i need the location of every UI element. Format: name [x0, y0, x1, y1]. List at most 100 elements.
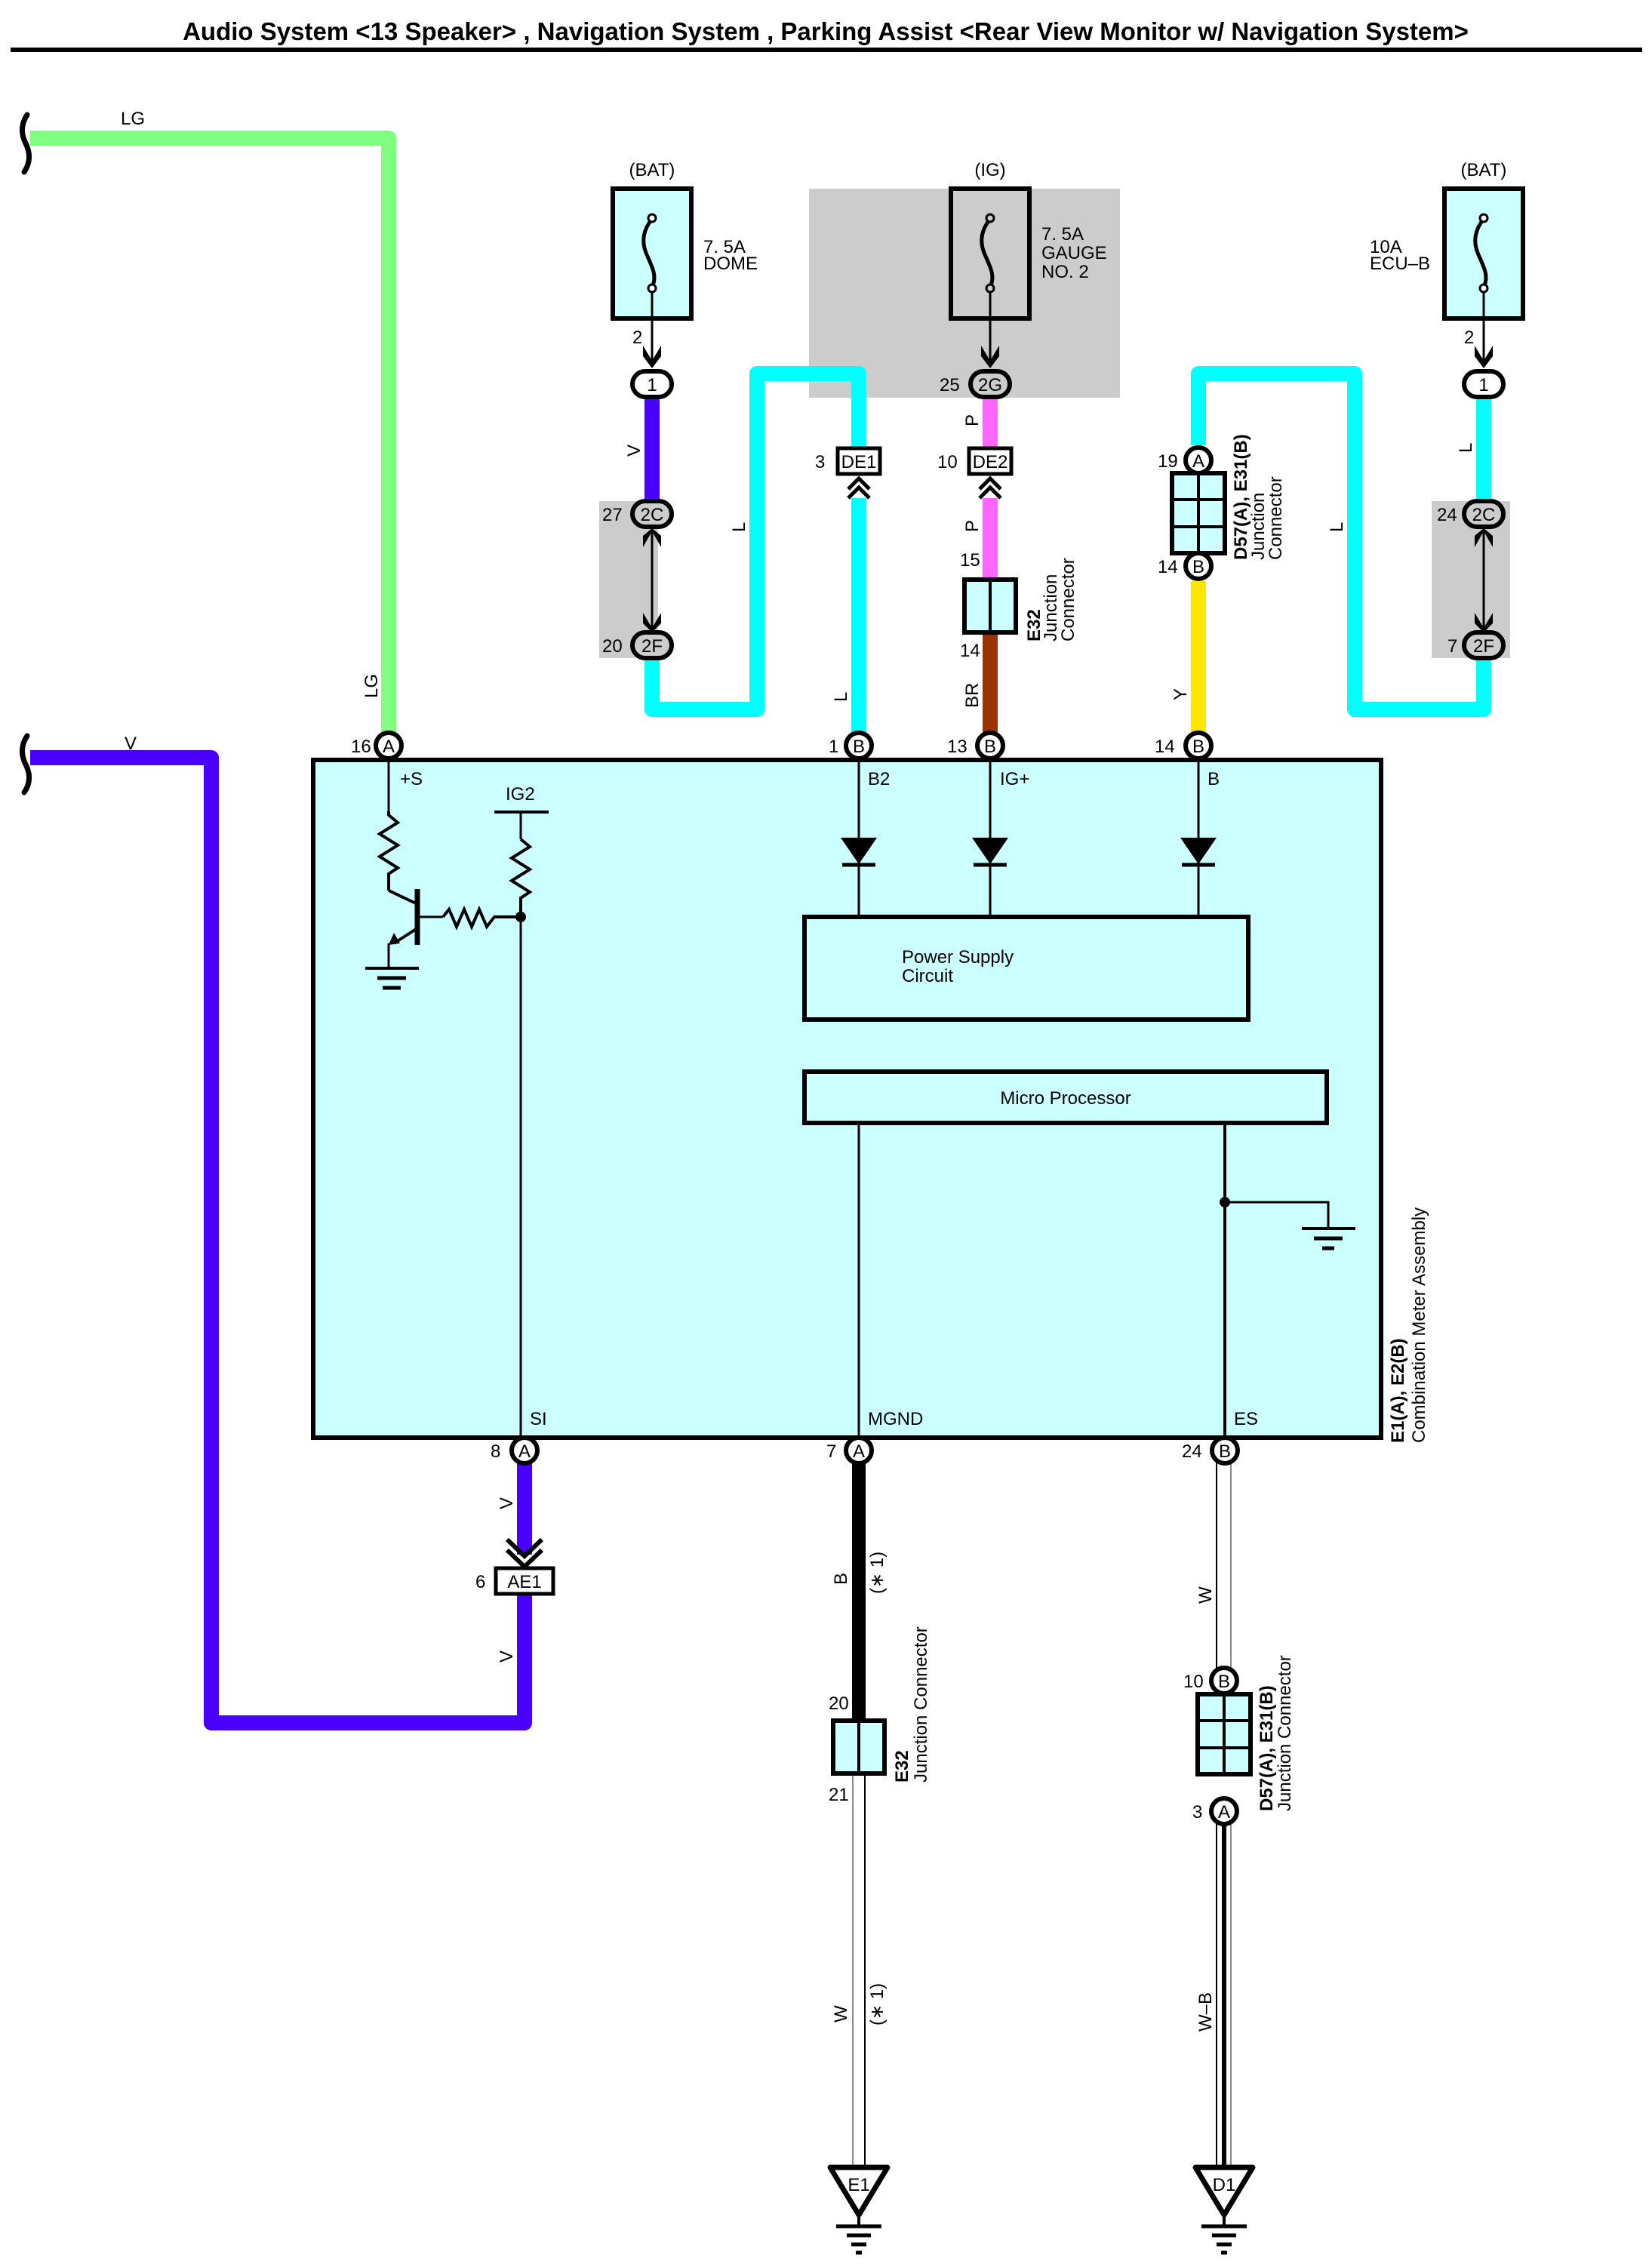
module-pin-14b[interactable]: B 14 — [1155, 731, 1214, 761]
pin-id: B — [1218, 1672, 1230, 1692]
wire-label-w-mgnd: W — [831, 2005, 851, 2023]
junction-e32-bottom[interactable]: 20 21 E32 Junction Connector — [829, 1626, 931, 1805]
connector-pin: 20 — [602, 636, 623, 657]
wire-label-l-b2: L — [831, 692, 851, 702]
power-supply-circuit: Power Supply Circuit — [802, 915, 1251, 1022]
fuse-gauge-no2[interactable]: (IG) 7. 5A GAUGE NO. 2 — [949, 160, 1107, 368]
junction-d57-top[interactable]: A 19 B 14 D57(A), E31(B) Junction Connec… — [1158, 434, 1286, 581]
connector-gauge-2g[interactable]: 2G 25 — [940, 369, 1012, 399]
connector-2f-left[interactable]: 2F 20 — [602, 630, 674, 660]
module-pin-16a[interactable]: A 16 — [351, 731, 404, 761]
junction-id: D57(A), E31(B) — [1257, 1685, 1277, 1811]
offpage-label-lg: LG — [121, 109, 145, 129]
pin-id: A — [853, 1441, 865, 1462]
arrow-down-icon — [981, 346, 999, 368]
pin-id: B — [1219, 1441, 1231, 1462]
arrow-down-icon — [643, 346, 661, 368]
wire-break-icon-lg — [20, 112, 32, 175]
junction-desc: Junction Connector — [1275, 1655, 1295, 1811]
module-pin-1b[interactable]: B 1 — [829, 731, 874, 761]
connector-2c-right[interactable]: 2C 24 — [1437, 499, 1506, 529]
chevron-up-icon — [847, 475, 871, 500]
terminal-b2: B2 — [868, 769, 890, 789]
junction-id: E32 — [1024, 609, 1044, 641]
wire-label-v-dome: V — [624, 444, 644, 457]
ground-point-e1[interactable]: E1 — [827, 2164, 891, 2255]
pin-id: B — [853, 737, 865, 757]
connector-label: DE1 — [841, 452, 877, 472]
fuse-ecu-b[interactable]: (BAT) 10A ECU–B 2 — [1370, 160, 1525, 368]
connector-label: 2G — [978, 375, 1002, 395]
ground-label: D1 — [1213, 2175, 1236, 2195]
fuse-icon — [1473, 217, 1488, 288]
terminal-mgnd: MGND — [868, 1409, 923, 1429]
fuse-gauge-name: GAUGE — [1041, 243, 1107, 263]
diode-ig — [972, 758, 1008, 917]
pin-id: B — [1192, 557, 1204, 577]
diode-icon — [841, 838, 877, 864]
connector-de2[interactable]: DE2 10 — [937, 446, 1014, 476]
wire-label-br: BR — [962, 683, 983, 708]
connector-2f-right[interactable]: 2F 7 — [1447, 630, 1506, 660]
wire-w-mgnd[interactable] — [852, 1773, 866, 2173]
wire-label-p-mid: P — [962, 520, 983, 532]
wire-l-loop-left[interactable] — [644, 366, 866, 717]
module-name: Combination Meter Assembly — [1409, 1207, 1429, 1443]
pin-id: A — [518, 1441, 531, 1462]
junction-pin-in: 19 — [1158, 451, 1178, 472]
fuse-dome[interactable]: (BAT) 7. 5A DOME 2 — [611, 160, 758, 368]
fuse-ecub-name: ECU–B — [1370, 254, 1430, 274]
pin-num: 14 — [1155, 737, 1175, 757]
module-pin-24b[interactable]: B 24 — [1182, 1435, 1240, 1466]
wire-label-y: Y — [1171, 688, 1191, 700]
junction-pin-in: 20 — [829, 1693, 849, 1714]
wire-lg[interactable] — [30, 131, 396, 736]
emitter-arrow-icon — [389, 933, 400, 945]
fuse-ecub-pin: 2 — [1464, 328, 1474, 348]
arrow-down-icon — [1475, 613, 1493, 632]
fuse-dome-rating: 7. 5A — [703, 237, 746, 257]
connector-2c-left[interactable]: 2C 27 — [602, 499, 674, 529]
pin-num: 13 — [947, 737, 968, 757]
page-title: Audio System <13 Speaker> , Navigation S… — [183, 17, 1469, 45]
terminal-es: ES — [1234, 1409, 1258, 1429]
wire-label-l-loop-right: L — [1327, 522, 1347, 532]
connector-de1[interactable]: DE1 3 — [815, 446, 882, 476]
pin-num: 7 — [826, 1441, 836, 1462]
wire-l-loop-right[interactable] — [1191, 366, 1491, 717]
ground-icon — [1225, 1201, 1355, 1250]
junction-pin-out: 21 — [829, 1785, 849, 1805]
junction-e32-top[interactable]: 15 14 E32 Junction Connector — [960, 550, 1078, 661]
ground-point-d1[interactable]: D1 — [1192, 2164, 1256, 2255]
connector-label: 1 — [647, 375, 657, 395]
diode-b — [1180, 758, 1217, 917]
module-pin-8a[interactable]: A 8 — [491, 1435, 540, 1466]
connector-ae1[interactable]: AE1 6 — [475, 1566, 555, 1596]
junction-desc2: Connector — [1058, 558, 1078, 641]
connector-pin: 25 — [940, 375, 960, 395]
connector-ecub-1[interactable]: 1 — [1462, 369, 1506, 399]
junction-pin-out: 14 — [1158, 557, 1178, 577]
chevron-up-icon — [978, 475, 1002, 500]
module-pin-7a[interactable]: A 7 — [826, 1435, 874, 1466]
micro-processor: Micro Processor — [802, 1069, 1329, 1125]
wire-label-b-mgnd: B — [831, 1573, 851, 1585]
connector-pin: 7 — [1447, 636, 1457, 657]
diode-b2 — [841, 758, 877, 917]
connector-pin: 3 — [815, 452, 825, 472]
wire-v-offpage[interactable] — [30, 750, 532, 1730]
wire-wb[interactable] — [1216, 1817, 1232, 2173]
fuse-dome-name: DOME — [703, 254, 758, 274]
module-pin-13b[interactable]: B 13 — [947, 731, 1005, 761]
wire-label-v-si-1: V — [497, 1497, 517, 1509]
arrow-down-icon — [643, 613, 661, 632]
connector-label: DE2 — [973, 452, 1008, 472]
terminal-si: SI — [530, 1409, 547, 1429]
ground-label: E1 — [848, 2175, 869, 2195]
wire-w-es[interactable] — [1216, 1460, 1232, 1707]
junction-d57-bottom[interactable]: B 10 A 3 D57(A), E31(B) Junction Connect… — [1183, 1655, 1295, 1826]
connector-dome-1[interactable]: 1 — [630, 369, 674, 399]
fuse-icon — [980, 217, 995, 288]
junction-desc: Junction Connector — [911, 1626, 931, 1783]
